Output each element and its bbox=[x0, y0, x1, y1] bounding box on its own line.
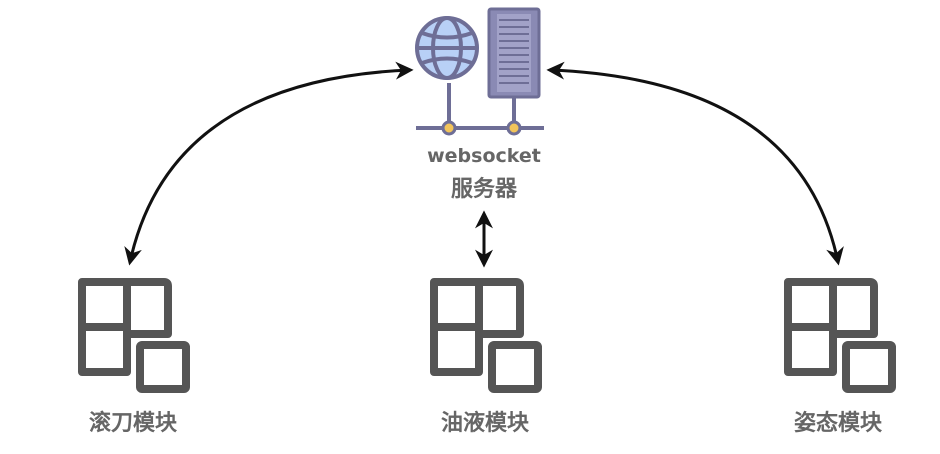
globe-icon bbox=[415, 16, 479, 80]
module-label-attitude: 姿态模块 bbox=[793, 411, 883, 436]
module-label-oil: 油液模块 bbox=[440, 411, 530, 436]
server-label-name: 服务器 bbox=[450, 177, 518, 202]
node-icon bbox=[441, 120, 457, 136]
module-icon bbox=[784, 278, 896, 393]
server-label-protocol: websocket bbox=[427, 145, 541, 167]
server-rack-icon bbox=[487, 7, 541, 99]
arrow-server-left-module bbox=[124, 61, 414, 266]
arrow-server-right-module bbox=[546, 61, 844, 266]
node-icon bbox=[506, 120, 522, 136]
module-icon bbox=[430, 278, 542, 393]
server-icon bbox=[415, 7, 544, 136]
module-icon bbox=[78, 278, 190, 393]
module-label-hob: 滚刀模块 bbox=[88, 411, 178, 436]
